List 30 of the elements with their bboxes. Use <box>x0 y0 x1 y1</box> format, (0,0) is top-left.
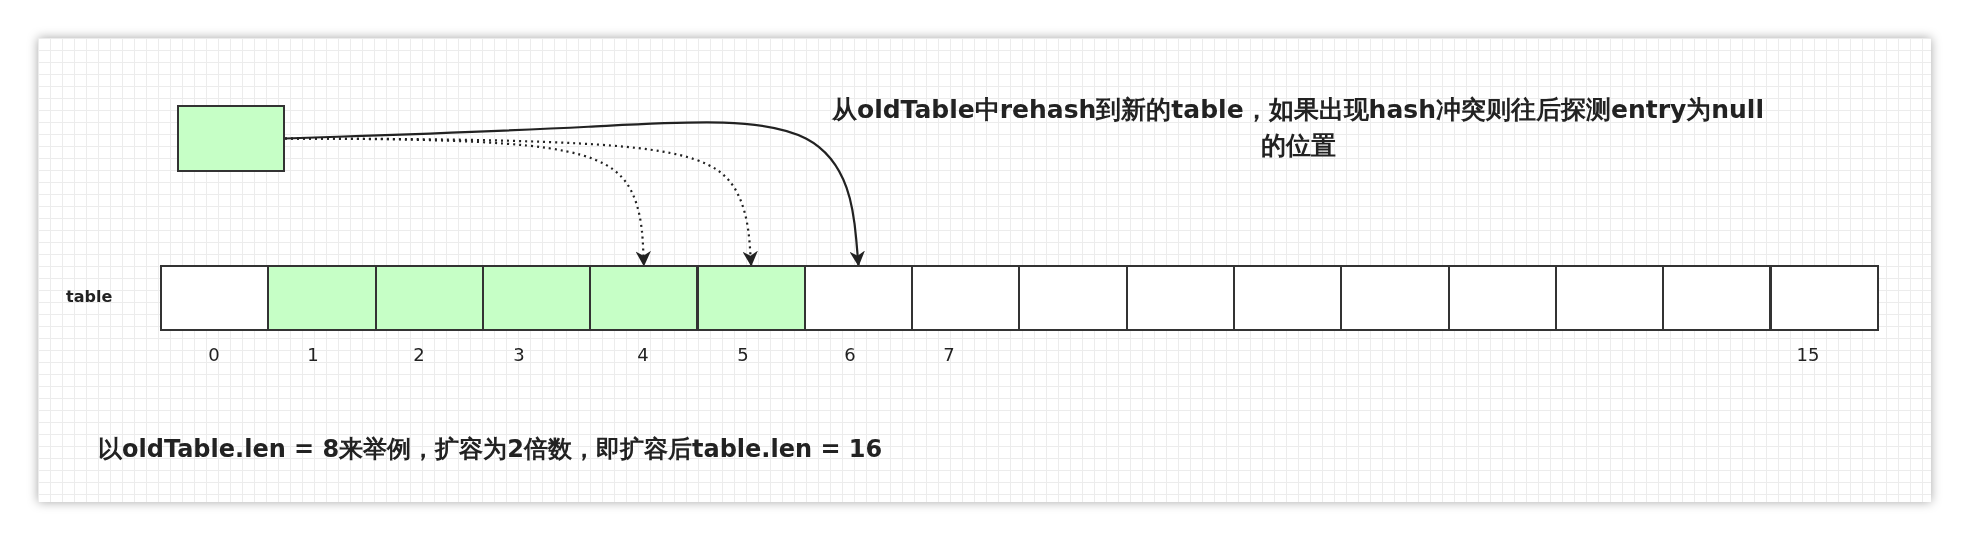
index-label: 1 <box>306 344 320 365</box>
table-cell <box>481 265 592 331</box>
table-cell <box>267 265 377 331</box>
table-cell <box>1233 265 1343 331</box>
index-label: 0 <box>207 344 221 365</box>
note-text: 以oldTable.len = 8来举例，扩容为2倍数，即扩容后table.len = 16 <box>98 434 883 465</box>
arrow <box>284 121 865 267</box>
index-label: 5 <box>736 344 750 365</box>
index-label: 3 <box>512 344 526 365</box>
index-label: 2 <box>412 344 426 365</box>
table-cell <box>1769 265 1879 331</box>
table-cell <box>1018 265 1128 331</box>
table-cell <box>696 265 806 331</box>
table-cell <box>374 265 484 331</box>
table-cell <box>1662 265 1772 331</box>
table-cell <box>803 265 914 331</box>
entry-box <box>177 105 285 172</box>
table-cell <box>589 265 699 331</box>
index-label: 7 <box>942 344 956 365</box>
table-cell <box>1447 265 1557 331</box>
table-cell <box>1340 265 1450 331</box>
table-cell <box>911 265 1021 331</box>
index-label: 15 <box>1795 344 1821 365</box>
index-label: 4 <box>636 344 650 365</box>
annotation-text: 从oldTable中rehash到新的table，如果出现hash冲突则往后探测entry为null的位置 <box>830 94 1765 163</box>
table-cell <box>1125 265 1235 331</box>
row-label: table <box>66 287 113 306</box>
table-cell <box>160 265 270 331</box>
index-label: 6 <box>843 344 857 365</box>
table-cell <box>1554 265 1665 331</box>
